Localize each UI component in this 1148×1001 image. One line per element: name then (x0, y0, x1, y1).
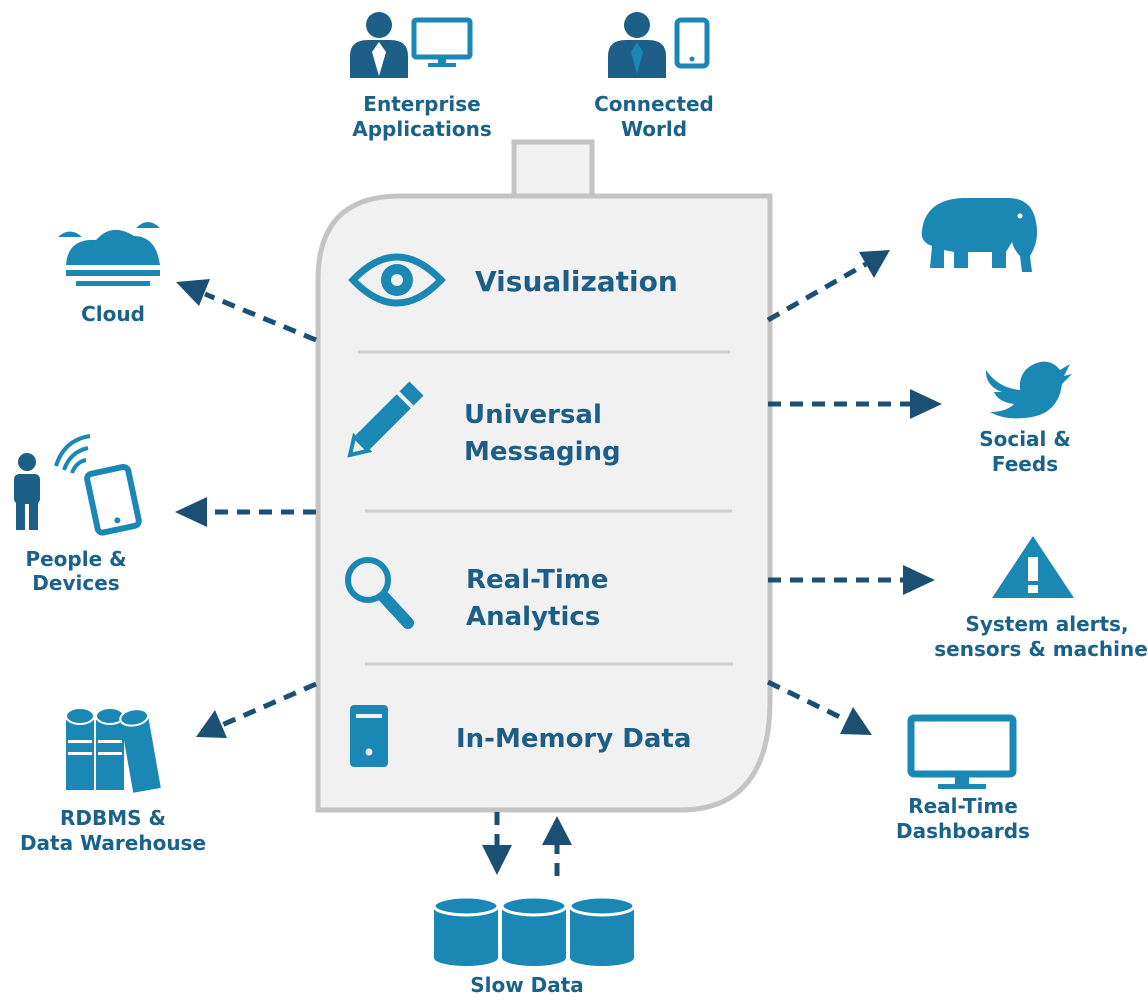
node-label-line: Connected (594, 92, 714, 116)
node-label-line: Real-Time (908, 794, 1018, 818)
layer-label-line: Visualization (475, 265, 678, 298)
arrow-to-system-alerts (768, 565, 935, 595)
node-label-line: Devices (32, 571, 119, 595)
arrow-to-social-feeds (768, 389, 942, 419)
node-cloud: Cloud (58, 222, 160, 326)
node-slow-data: Slow Data (432, 895, 636, 997)
pencil-icon (347, 381, 424, 458)
hub-layer-in-memory: In-Memory Data (350, 705, 691, 767)
server-icon (350, 705, 388, 767)
cloud-icon (58, 222, 160, 286)
node-label-line: Applications (352, 117, 491, 141)
layer-label-line: Analytics (466, 602, 600, 632)
node-label-line: System alerts, (965, 612, 1128, 636)
node-label-line: Feeds (992, 452, 1058, 476)
business-user-monitor-icon (350, 12, 473, 78)
hub: Visualization Universal Messaging Real-T… (315, 139, 773, 813)
database-stack-icon (65, 707, 161, 793)
hub-layer-visualization: Visualization (348, 253, 678, 307)
node-label-line: sensors & machines (934, 637, 1148, 661)
arrow-to-dashboards (766, 679, 872, 735)
arrow-to-hadoop (766, 250, 890, 323)
node-dashboards: Real-Time Dashboards (896, 714, 1030, 843)
node-label-line: Dashboards (896, 819, 1030, 843)
eye-icon (348, 253, 446, 307)
node-social-feeds: Social & Feeds (979, 361, 1072, 476)
layer-label-line: Real-Time (466, 565, 608, 595)
arrow-to-cloud (176, 279, 317, 343)
layer-label-line: Universal (464, 400, 602, 430)
layer-label-line: In-Memory Data (456, 724, 691, 754)
node-label-line: World (621, 117, 687, 141)
node-label-line: Cloud (81, 302, 145, 326)
hub-layer-analytics: Real-Time Analytics (345, 557, 608, 632)
node-system-alerts: System alerts, sensors & machines (934, 536, 1148, 661)
node-connected-world: Connected World (594, 12, 714, 141)
business-user-tablet-icon (608, 12, 710, 78)
node-enterprise-applications: Enterprise Applications (350, 12, 492, 141)
layer-label-line: Messaging (464, 437, 621, 467)
node-label-line: People & (25, 547, 126, 571)
bird-icon (986, 361, 1072, 419)
arrow-to-rdbms (196, 681, 317, 738)
elephant-icon (921, 198, 1038, 272)
monitor-icon (907, 714, 1017, 789)
person-tablet-wifi-icon (14, 434, 142, 536)
warning-triangle-icon (992, 536, 1074, 598)
hub-body (315, 193, 773, 813)
node-label-line: Slow Data (470, 973, 584, 997)
node-people-devices: People & Devices (14, 434, 142, 595)
arrows (175, 250, 942, 876)
node-label-line: RDBMS & (60, 806, 166, 830)
arrow-down-to-slow-data (482, 812, 512, 875)
hub-connector-tab (511, 139, 595, 200)
arrow-to-people-devices (175, 497, 316, 527)
magnifier-icon (345, 557, 414, 629)
node-hadoop (921, 198, 1038, 272)
node-label-line: Enterprise (363, 92, 480, 116)
storage-cylinders-icon (432, 895, 636, 966)
node-label-line: Social & (979, 427, 1071, 451)
node-label-line: Data Warehouse (20, 831, 206, 855)
arrow-up-from-slow-data (542, 816, 572, 876)
hub-layer-messaging: Universal Messaging (347, 381, 621, 467)
node-rdbms: RDBMS & Data Warehouse (20, 707, 206, 855)
